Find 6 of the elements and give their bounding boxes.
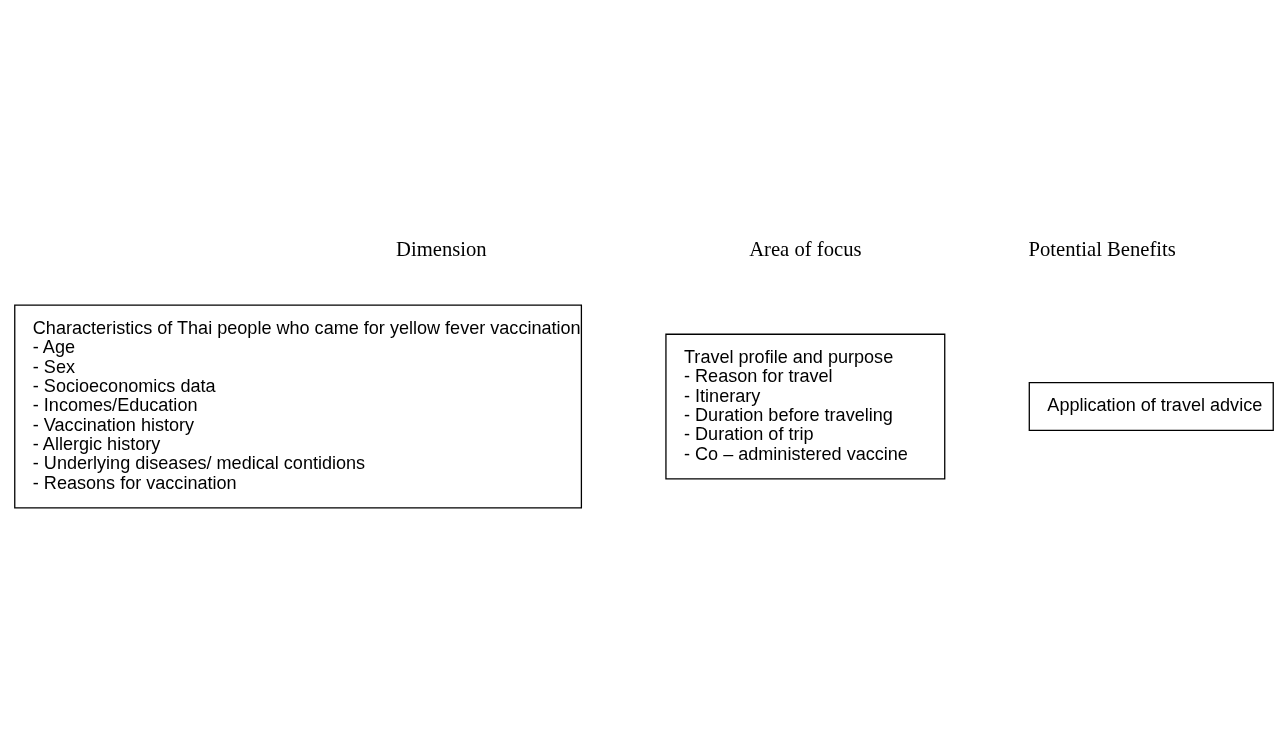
label: Potential Benefits — [1028, 237, 1176, 260]
label: Dimension — [396, 237, 487, 260]
node-box: Travel profile and purpose - Reason for travel - Itinerary - Duration before traveling - Duration of trip - Co – administered vaccine — [665, 333, 946, 480]
node-box: Application of travel advice — [1028, 382, 1274, 432]
label: Area of focus — [749, 237, 862, 260]
node-box: Characteristics of Thai people who came for yellow fever vaccination - Age - Sex - Socioeconomics data - Incomes/Education - Vaccination history - Allergic history - Underlying diseases/ medical contidions - Reasons for vaccination — [14, 304, 583, 509]
